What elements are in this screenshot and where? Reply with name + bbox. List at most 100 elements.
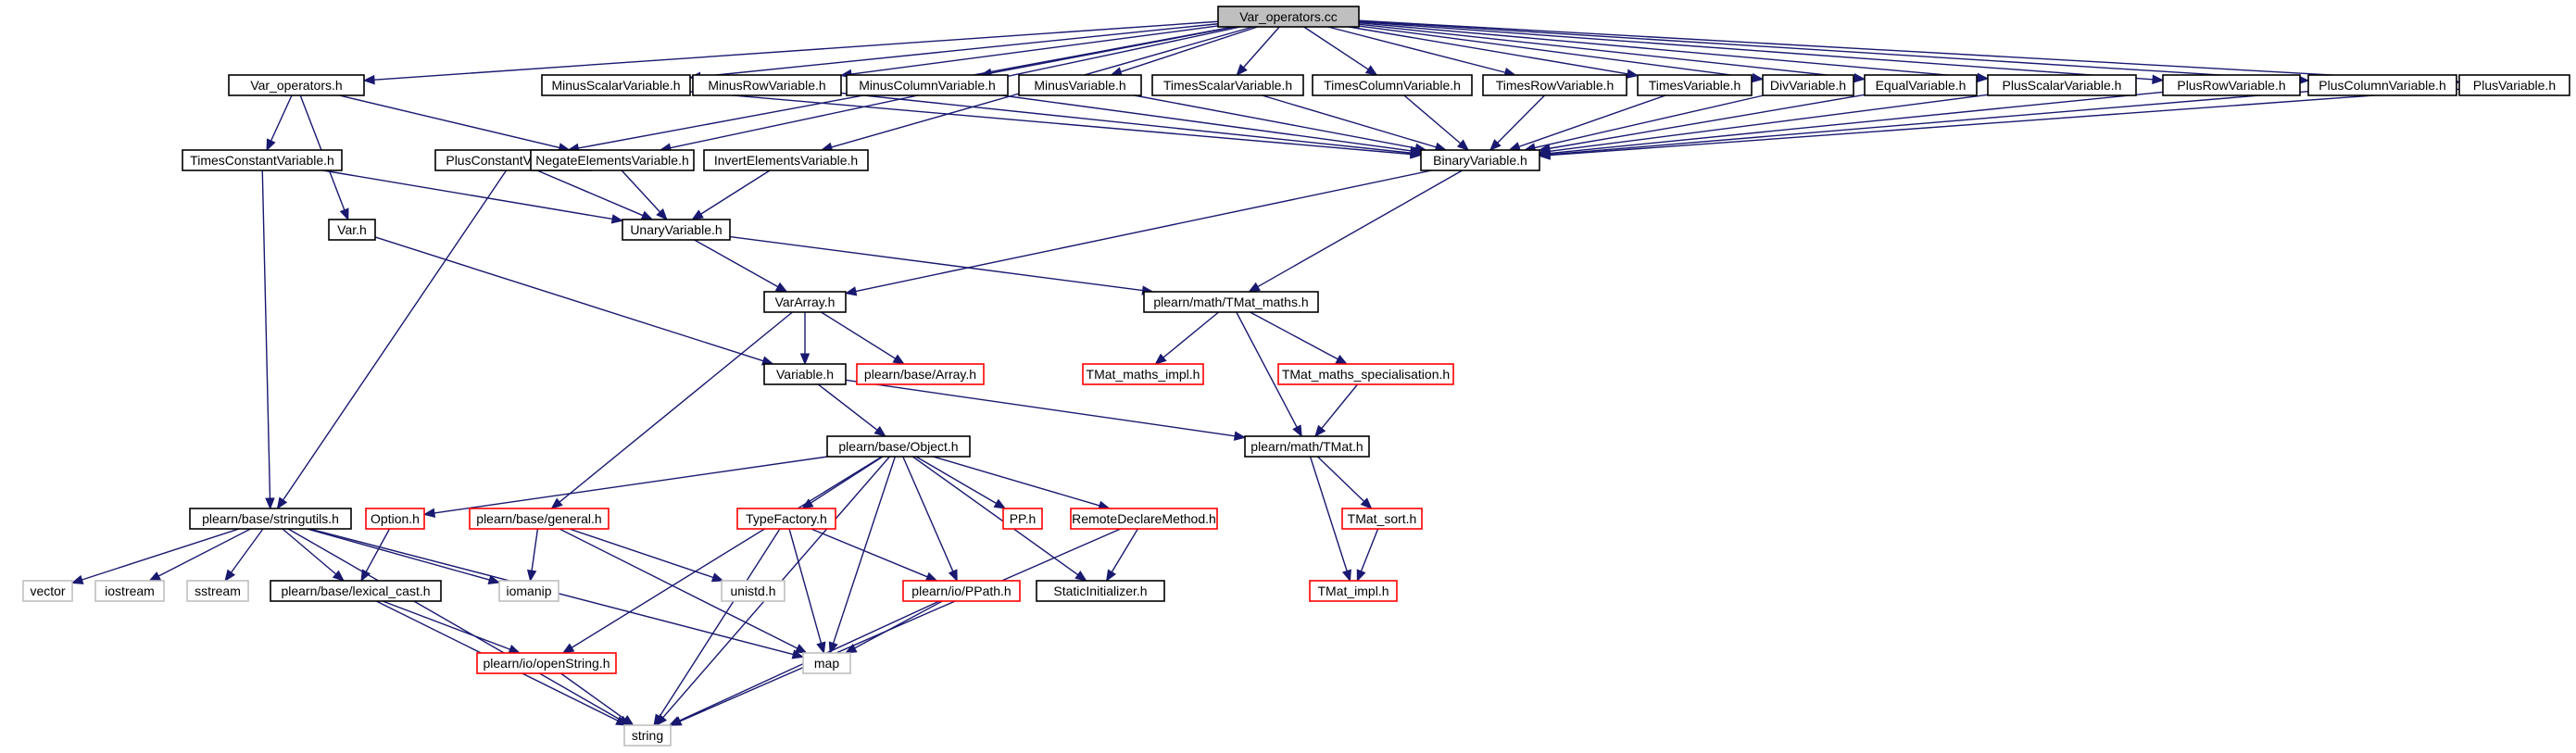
edge-root-to-plusrow	[1358, 20, 2165, 85]
edge-line	[1303, 26, 1369, 70]
node-label: TypeFactory.h	[746, 511, 827, 526]
node-box	[1217, 6, 1360, 28]
edge-line	[569, 528, 714, 579]
node-label: string	[632, 728, 663, 743]
node-tmat-maths-spec[interactable]: TMat_maths_specialisation.h	[1277, 363, 1454, 385]
node-tmat-sort[interactable]: TMat_sort.h	[1341, 508, 1423, 530]
edge-arrowhead	[360, 569, 371, 583]
node-minuscolumn[interactable]: MinusColumnVariable.h	[846, 74, 1009, 96]
edge-line	[1534, 94, 1765, 149]
edge-pluscolumn-to-binary	[1538, 90, 2309, 159]
node-timesscalar[interactable]: TimesScalarVariable.h	[1151, 74, 1304, 96]
edge-unary-to-tmat_maths	[729, 235, 1154, 295]
node-general-h[interactable]: plearn/base/general.h	[469, 508, 609, 530]
node-minusscalar[interactable]: MinusScalarVariable.h	[541, 74, 691, 96]
edge-arrowhead	[1314, 424, 1326, 438]
node-option-h[interactable]: Option.h	[365, 508, 425, 530]
node-box	[1036, 580, 1165, 602]
edge-line	[1549, 91, 2164, 155]
edge-line	[157, 528, 251, 577]
node-typefactory[interactable]: TypeFactory.h	[736, 508, 836, 530]
edge-plusconstant-to-stringutils	[276, 169, 508, 510]
node-timesconstant[interactable]: TimesConstantVariable.h	[182, 149, 343, 171]
node-iomanip: iomanip	[498, 580, 559, 602]
node-label: StaticInitializer.h	[1053, 584, 1147, 598]
edge-line	[990, 26, 1236, 74]
node-invert[interactable]: InvertElementsVariable.h	[703, 149, 869, 171]
edge-arrowhead	[1977, 72, 1990, 83]
edge-line	[382, 600, 510, 650]
node-plusrow[interactable]: PlusRowVariable.h	[2162, 74, 2301, 96]
node-box	[1864, 74, 1978, 96]
edge-line	[1257, 169, 1464, 288]
node-plusvar[interactable]: PlusVariable.h	[2458, 74, 2570, 96]
node-divvar[interactable]: DivVariable.h	[1762, 74, 1854, 96]
node-openstring[interactable]: plearn/io/openString.h	[476, 652, 617, 674]
edge-line	[1518, 94, 1666, 148]
node-box	[1987, 74, 2137, 96]
node-tmat-maths[interactable]: plearn/math/TMat_maths.h	[1143, 291, 1319, 313]
node-label: vector	[30, 584, 65, 598]
node-stringutils[interactable]: plearn/base/stringutils.h	[189, 508, 352, 530]
node-binary[interactable]: BinaryVariable.h	[1420, 149, 1540, 171]
edge-arrowhead	[1456, 139, 1470, 151]
node-pluscolumn[interactable]: PlusColumnVariable.h	[2307, 74, 2457, 96]
edge-var_h-to-variable_h	[374, 236, 774, 366]
edge-minuscolumn-to-binary	[1001, 94, 1423, 156]
node-label: PP.h	[1010, 511, 1037, 526]
node-remotedeclare[interactable]: RemoteDeclareMethod.h	[1070, 508, 1218, 530]
node-var-operators-h[interactable]: Var_operators.h	[228, 74, 365, 96]
edge-vararray-to-general_h	[550, 311, 793, 509]
node-object-h[interactable]: plearn/base/Object.h	[826, 435, 971, 458]
edge-line	[1111, 528, 1138, 572]
edge-arrowhead	[668, 716, 682, 726]
node-timesrow[interactable]: TimesRowVariable.h	[1482, 74, 1627, 96]
node-ppath[interactable]: plearn/io/PPath.h	[902, 580, 1021, 602]
node-var-h[interactable]: Var.h	[328, 219, 376, 241]
node-staticinit[interactable]: StaticInitializer.h	[1036, 580, 1165, 602]
node-minusrow[interactable]: MinusRowVariable.h	[692, 74, 842, 96]
edge-line	[1358, 20, 2299, 81]
edge-line	[1403, 94, 1462, 144]
node-label: map	[814, 656, 839, 671]
node-timescolumn[interactable]: TimesColumnVariable.h	[1312, 74, 1473, 96]
edge-root-to-timescolumn	[1303, 26, 1378, 76]
edge-arrowhead	[1233, 431, 1247, 441]
edge-line	[810, 456, 884, 504]
node-tmat-h[interactable]: plearn/math/TMat.h	[1244, 435, 1370, 458]
node-minusvar[interactable]: MinusVariable.h	[1018, 74, 1142, 96]
edge-object_h-to-remotedeclare	[933, 456, 1111, 510]
edge-arrowhead	[487, 574, 501, 585]
edge-lexical_cast-to-openstring	[382, 600, 521, 654]
node-timesvar[interactable]: TimesVariable.h	[1637, 74, 1753, 96]
edge-arrowhead	[1360, 497, 1373, 509]
node-lexical-cast[interactable]: plearn/base/lexical_cast.h	[270, 580, 442, 602]
node-box	[469, 508, 609, 530]
edge-arrowhead	[148, 571, 162, 582]
edge-plusvar-to-binary	[1538, 88, 2460, 160]
node-variable-h[interactable]: Variable.h	[763, 363, 847, 385]
node-pp-h[interactable]: PP.h	[1002, 508, 1043, 530]
node-root[interactable]: Var_operators.cc	[1217, 6, 1360, 28]
edge-line	[531, 528, 539, 571]
edge-arrowhead	[561, 643, 575, 654]
node-array-h[interactable]: plearn/base/Array.h	[856, 363, 985, 385]
edge-remotedeclare-to-string	[669, 528, 1122, 726]
edge-line	[230, 528, 264, 573]
node-unistd: unistd.h	[721, 580, 785, 602]
node-box	[189, 508, 352, 530]
node-vararray[interactable]: VarArray.h	[763, 291, 847, 313]
edge-line	[855, 169, 1432, 293]
node-iostream: iostream	[94, 580, 165, 602]
node-box	[228, 74, 365, 96]
node-tmat-impl[interactable]: TMat_impl.h	[1309, 580, 1398, 602]
node-negate[interactable]: NegateElementsVariable.h	[530, 149, 695, 171]
node-equalvar[interactable]: EqualVariable.h	[1864, 74, 1978, 96]
node-plusscalar[interactable]: PlusScalarVariable.h	[1987, 74, 2137, 96]
edge-arrowhead	[1364, 65, 1378, 76]
node-label: TimesConstantVariable.h	[190, 153, 334, 168]
edge-arrowhead	[550, 497, 563, 509]
node-tmat-maths-impl[interactable]: TMat_maths_impl.h	[1082, 363, 1204, 385]
node-unary[interactable]: UnaryVariable.h	[622, 219, 731, 241]
edge-arrowhead	[2152, 74, 2165, 85]
